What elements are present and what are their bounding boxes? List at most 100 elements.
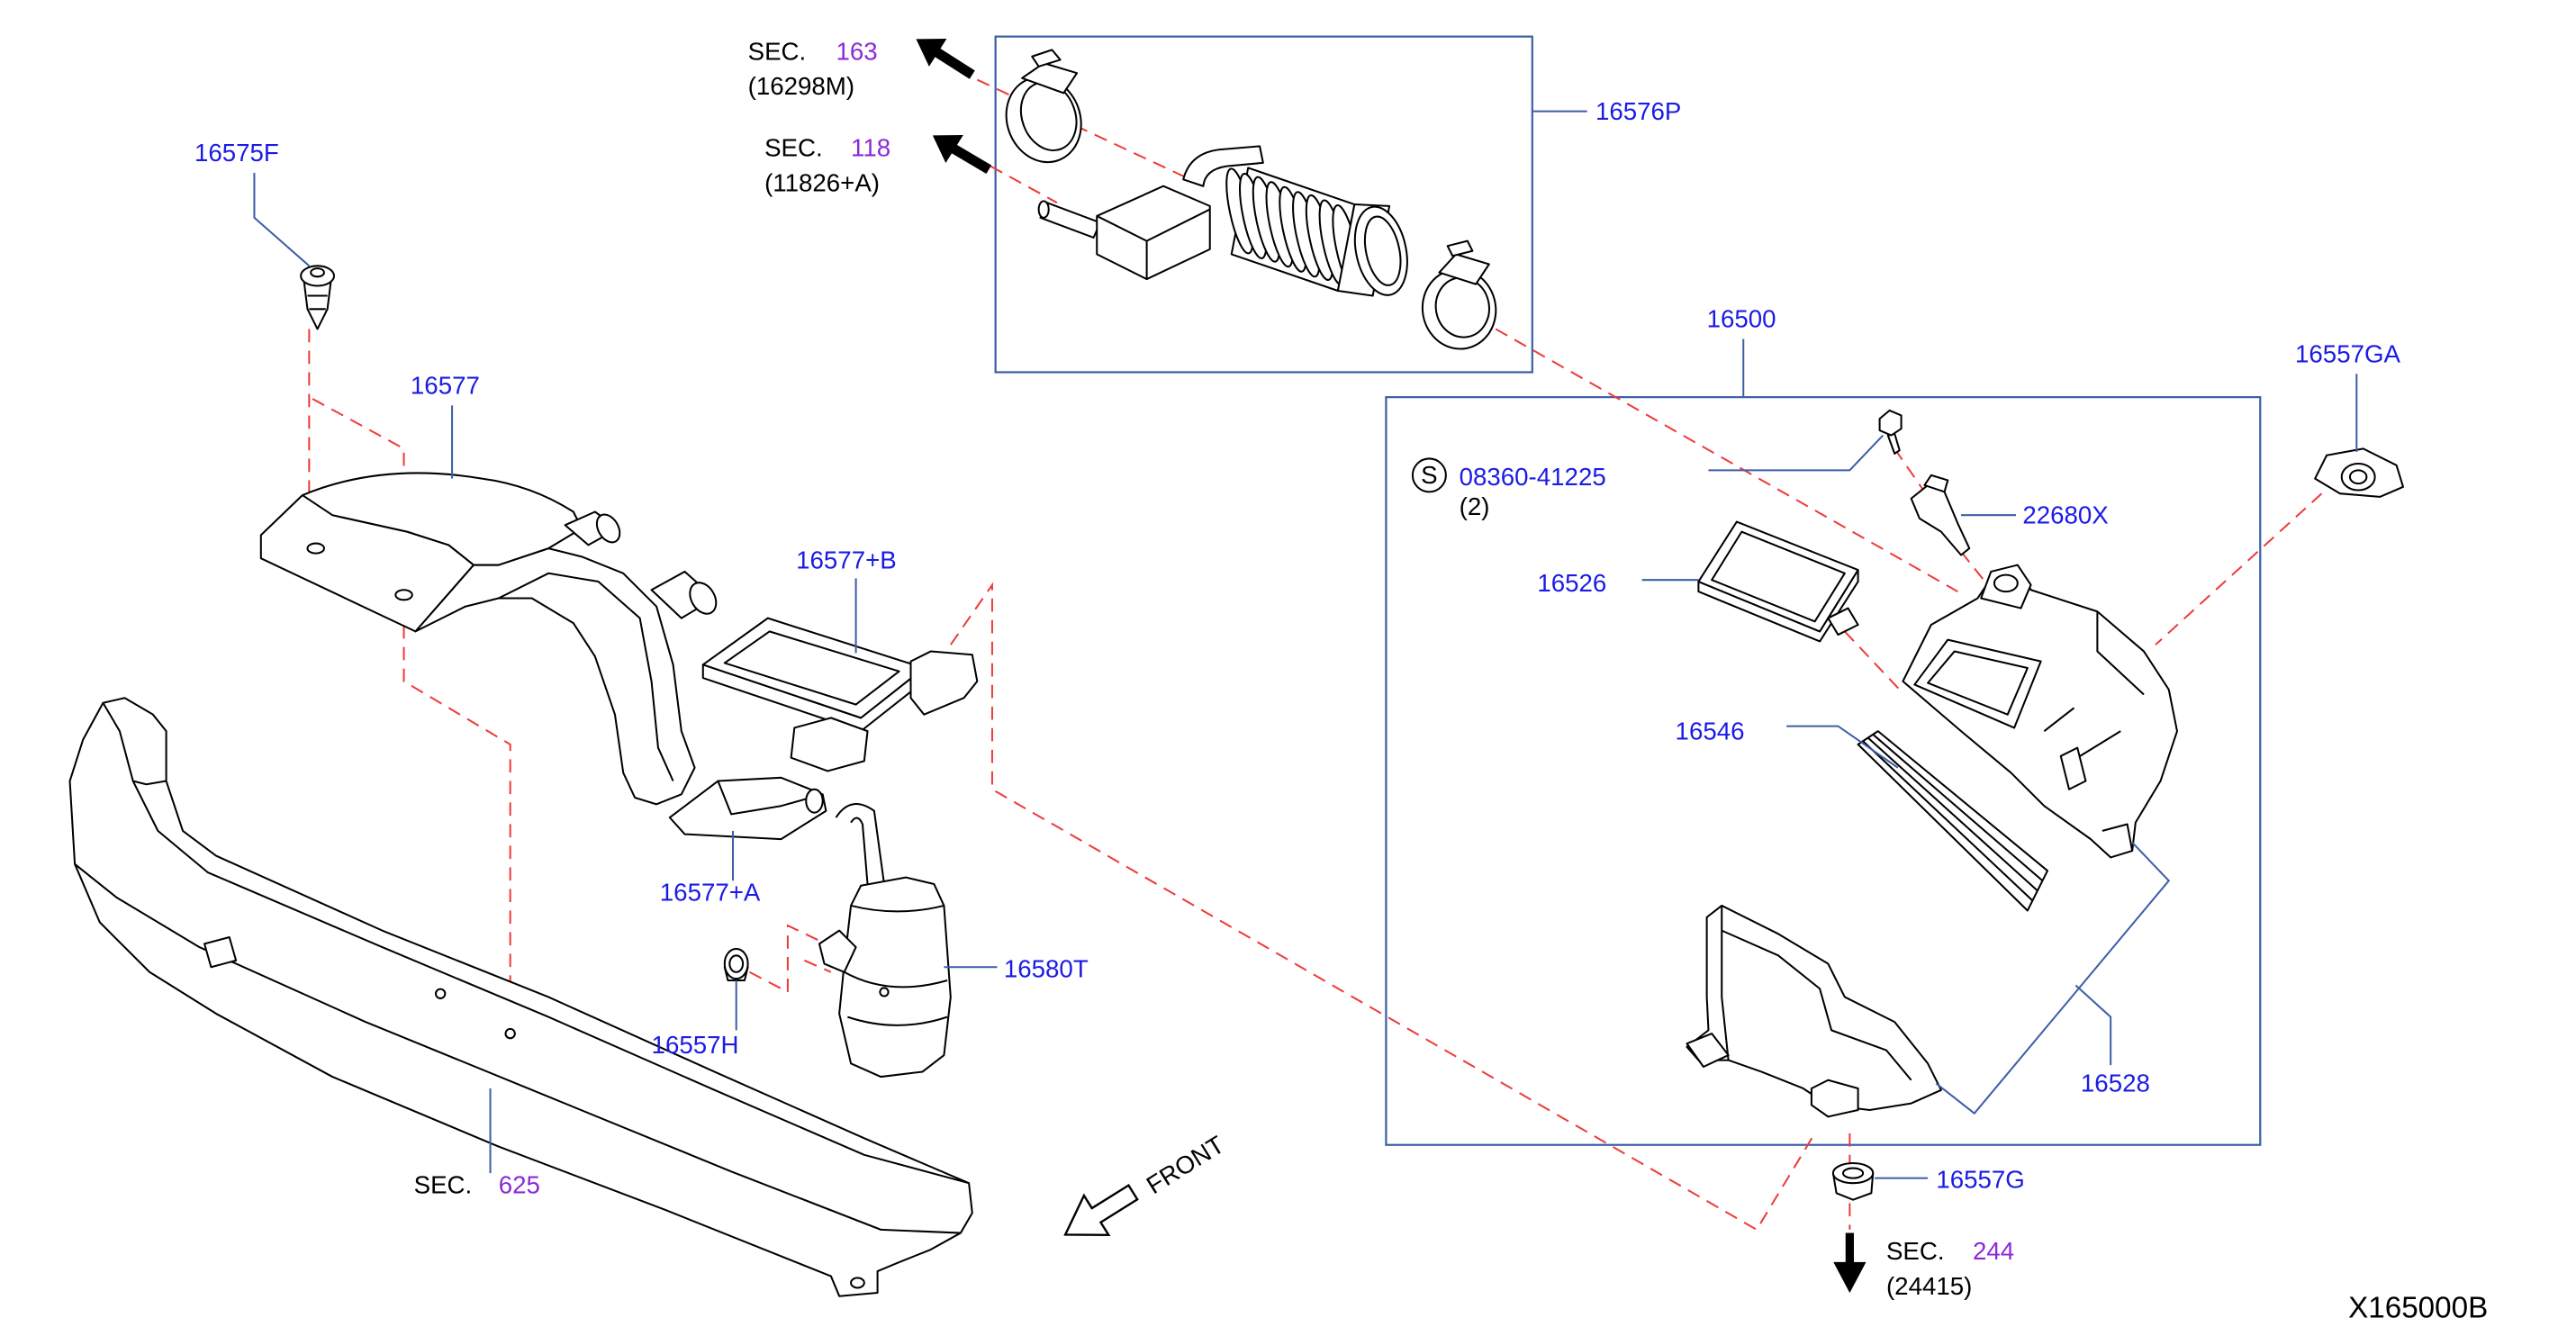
- phantom-line-duct-to-crossmember: [312, 398, 511, 1034]
- canister-band: [844, 970, 948, 988]
- callout-16576P[interactable]: 16576P: [1595, 97, 1681, 125]
- canister-band: [847, 1016, 948, 1026]
- duct-body: [414, 547, 696, 806]
- phantom-line-grommet-16557H: [749, 924, 827, 994]
- sec-244-link[interactable]: 244: [1973, 1237, 2014, 1265]
- filter-frame: [1857, 730, 2049, 912]
- sec-118-link[interactable]: 118: [851, 134, 890, 162]
- part-air-inlet-lower: [668, 776, 827, 841]
- callout-16577-A[interactable]: 16577+A: [660, 878, 761, 906]
- duct-stub-end: [595, 513, 621, 544]
- clamp-housing: [1021, 62, 1079, 95]
- crossmember-edge: [132, 780, 167, 786]
- part-resonator-canister: [818, 803, 952, 1079]
- part-resonator-16526: [1697, 520, 1859, 643]
- sensor-body: [1910, 483, 1971, 556]
- bolt-shank: [1886, 432, 1901, 455]
- fastener-symbol: S: [1421, 461, 1437, 489]
- part-bolt: [1878, 409, 1903, 455]
- lower-case-body: [1686, 904, 1942, 1111]
- grommet-hole: [2348, 469, 2368, 485]
- arrow-head-sec-163: [916, 38, 947, 67]
- part-hose-clamp-lower: [1421, 239, 1497, 350]
- scoop-port: [805, 788, 824, 814]
- labels: SEC. 163 (16298M) SEC. 118 (11826+A) SEC…: [194, 37, 2488, 1324]
- duct-crease: [498, 572, 674, 781]
- upper-case-rib: [2043, 611, 2145, 759]
- adapter-edge: [1096, 208, 1211, 280]
- part-air-duct: [259, 472, 718, 806]
- callout-16575F[interactable]: 16575F: [194, 139, 279, 167]
- adapter-stub-end: [1037, 200, 1050, 219]
- clamp-housing: [1438, 253, 1490, 285]
- grommet-hole: [728, 954, 745, 973]
- crossmember-edge: [102, 702, 970, 1185]
- canister-hose: [835, 803, 885, 885]
- phantom-line-inlet-to-case: [949, 582, 1816, 1232]
- canister-bracket: [818, 929, 857, 973]
- callout-fastener-part[interactable]: 08360-41225: [1460, 463, 1606, 491]
- bolt-head: [1878, 409, 1903, 437]
- inlet-panel-inner: [723, 630, 900, 706]
- phantom-line-sec-118: [990, 165, 1058, 204]
- crossmember-tab: [203, 935, 238, 969]
- part-grommet-16557H: [723, 947, 749, 982]
- sec-163-link[interactable]: 163: [836, 37, 877, 65]
- sensor-connector: [1923, 474, 1949, 493]
- phantom-line-resonator: [1844, 630, 1901, 691]
- callout-16526[interactable]: 16526: [1537, 569, 1606, 597]
- clip-body: [303, 281, 332, 330]
- sec-244-prefix: SEC.: [1886, 1237, 1945, 1265]
- callout-22680X[interactable]: 22680X: [2022, 501, 2108, 528]
- canister-body: [838, 876, 952, 1079]
- leader-16528-bracket: [1935, 842, 2171, 1115]
- inlet-tab: [790, 717, 869, 772]
- part-crossmember: [68, 697, 973, 1297]
- callout-16580T[interactable]: 16580T: [1004, 954, 1089, 982]
- duct-top-shell: [301, 472, 583, 566]
- leader-lines: [253, 110, 2358, 1179]
- callout-16557GA[interactable]: 16557GA: [2295, 339, 2400, 367]
- callout-16528[interactable]: 16528: [2081, 1070, 2150, 1097]
- crossmember-hole: [434, 988, 447, 999]
- duct-mount-hole: [306, 542, 325, 555]
- resonator-connector: [1827, 607, 1859, 636]
- callout-16577[interactable]: 16577: [411, 371, 480, 399]
- upper-case-tab: [2101, 823, 2134, 852]
- part-air-cleaner-lower-case: [1686, 904, 1942, 1118]
- phantom-line-hose-to-case: [1495, 328, 1958, 592]
- part-air-flow-sensor: [1910, 474, 1971, 556]
- adapter-block: [1096, 185, 1211, 281]
- duct-stub-end: [689, 582, 718, 615]
- part-air-filter-element: [1857, 730, 2049, 912]
- hose-elbow-nozzle: [1182, 145, 1264, 187]
- callout-16557H[interactable]: 16557H: [652, 1031, 739, 1059]
- arrow-head-sec-118: [932, 135, 963, 163]
- callout-16557G[interactable]: 16557G: [1936, 1166, 2024, 1194]
- fastener-quantity: (2): [1460, 492, 1490, 520]
- filter-pleats: [1862, 734, 2044, 902]
- circled-s-icon: [1411, 457, 1447, 493]
- callout-16500[interactable]: 16500: [1707, 305, 1776, 333]
- upper-case-snorkel-port: [1993, 573, 2019, 593]
- sec-625-link[interactable]: 625: [499, 1170, 540, 1198]
- sec-625-prefix: SEC.: [414, 1170, 473, 1198]
- sec-118-prefix: SEC.: [764, 134, 823, 162]
- sec-244-ref: (24415): [1886, 1272, 1972, 1300]
- part-hose-clamp-upper: [1005, 49, 1082, 164]
- canister-bolt-hole: [879, 987, 890, 997]
- callout-16577-B[interactable]: 16577+B: [796, 546, 897, 573]
- illustration-id: X165000B: [2348, 1292, 2488, 1325]
- duct-mount-hole: [394, 589, 413, 601]
- scoop-body: [668, 776, 827, 841]
- part-hose-assembly: [1037, 145, 1408, 297]
- arrow-shaft-sec-163: [933, 47, 975, 79]
- clamp-screw: [1446, 239, 1474, 257]
- crossmember-edge: [74, 863, 961, 1234]
- phantom-line-canister-clip: [803, 959, 832, 973]
- inlet-snout: [909, 650, 979, 716]
- crossmember-outline: [68, 697, 973, 1297]
- leader-16528: [2074, 984, 2112, 1066]
- callout-16546[interactable]: 16546: [1676, 717, 1745, 745]
- leader-16575F: [253, 172, 311, 267]
